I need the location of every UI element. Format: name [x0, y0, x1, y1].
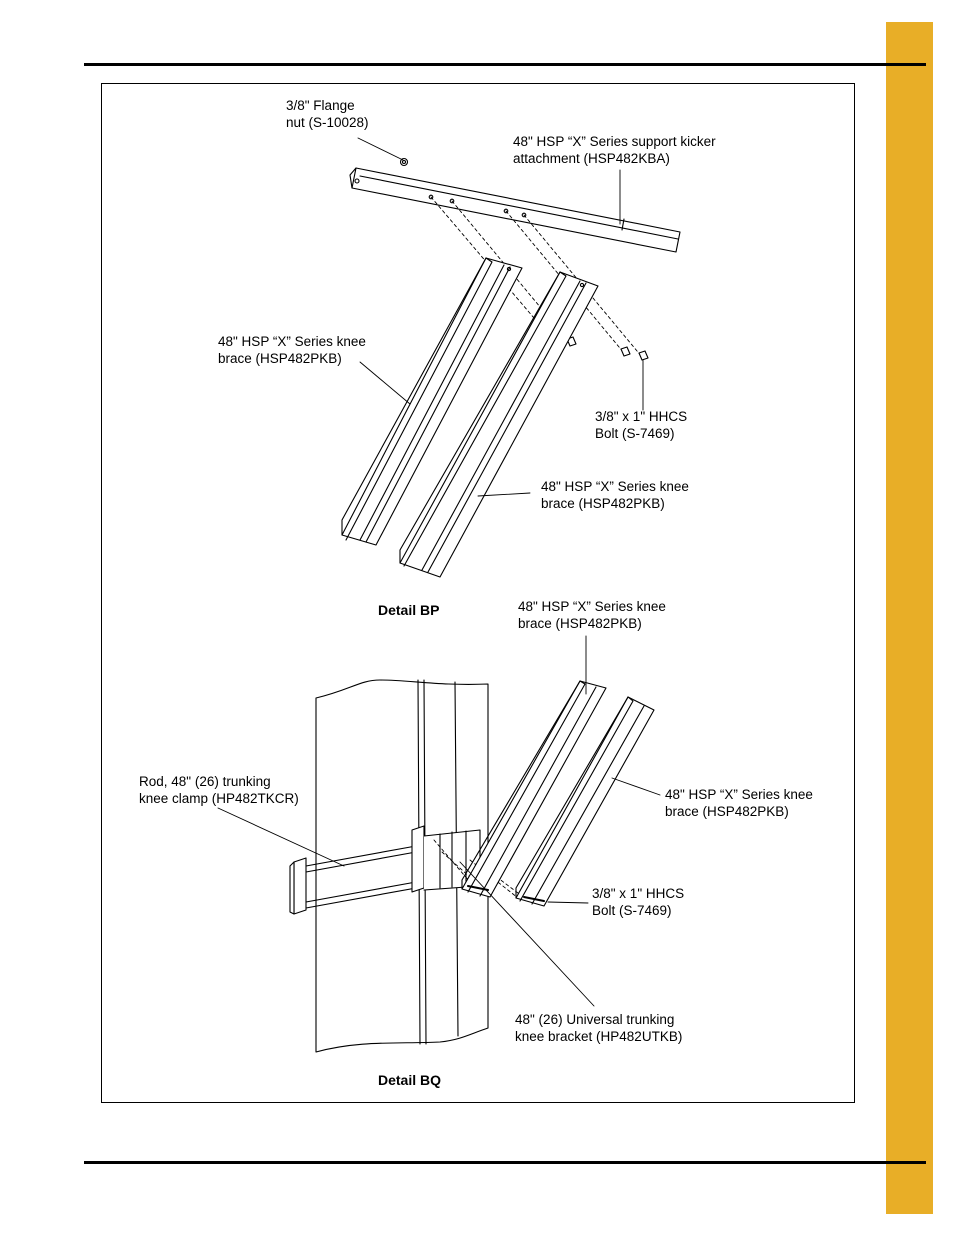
- label-rod: Rod, 48" (26) trunking knee clamp (HP482…: [139, 773, 299, 807]
- caption-detail-bp: Detail BP: [378, 602, 440, 618]
- label-knee-brace-top: 48" HSP “X” Series knee brace (HSP482PKB…: [518, 598, 666, 632]
- label-line: 3/8" Flange: [286, 98, 355, 113]
- top-rule: [84, 63, 926, 66]
- label-line: 48" HSP “X” Series knee: [541, 479, 689, 494]
- side-tab: [886, 22, 933, 1214]
- label-line: attachment (HSP482KBA): [513, 151, 670, 166]
- label-bolt-bp: 3/8" x 1" HHCS Bolt (S-7469): [595, 408, 687, 442]
- label-knee-brace-left: 48" HSP “X” Series knee brace (HSP482PKB…: [218, 333, 366, 367]
- label-knee-bracket: 48" (26) Universal trunking knee bracket…: [515, 1011, 682, 1045]
- clamp-plate-left: [289, 857, 307, 915]
- figure-frame: [101, 83, 855, 1103]
- label-line: brace (HSP482PKB): [541, 496, 665, 511]
- label-bolt-bq: 3/8" x 1" HHCS Bolt (S-7469): [592, 885, 684, 919]
- label-line: knee bracket (HP482UTKB): [515, 1029, 683, 1044]
- clamp-rods: [305, 845, 417, 909]
- label-line: 3/8" x 1" HHCS: [595, 409, 688, 424]
- knee-brace-right-bp: [399, 271, 599, 578]
- label-line: 48" HSP “X” Series support kicker: [513, 134, 716, 149]
- label-kicker-attachment: 48" HSP “X” Series support kicker attach…: [513, 133, 716, 167]
- knee-brace-top-bq: [461, 680, 607, 898]
- caption-detail-bq: Detail BQ: [378, 1072, 442, 1088]
- label-line: 48" HSP “X” Series knee: [665, 787, 813, 802]
- bottom-rule: [84, 1161, 926, 1164]
- label-line: Rod, 48" (26) trunking: [139, 774, 271, 789]
- label-flange-nut: 3/8" Flange nut (S-10028): [286, 97, 369, 131]
- knee-brace-left-bp: [341, 257, 523, 546]
- label-line: 3/8" x 1" HHCS: [592, 886, 685, 901]
- knee-brace-right-bq: [515, 696, 655, 907]
- label-line: 48" HSP “X” Series knee: [518, 599, 666, 614]
- label-line: brace (HSP482PKB): [665, 804, 789, 819]
- label-line: Bolt (S-7469): [592, 903, 672, 918]
- label-line: knee clamp (HP482TKCR): [139, 791, 299, 806]
- label-line: 48" HSP “X” Series knee: [218, 334, 366, 349]
- label-knee-brace-right: 48" HSP “X” Series knee brace (HSP482PKB…: [541, 478, 689, 512]
- label-line: 48" (26) Universal trunking: [515, 1012, 675, 1027]
- flange-nut: [399, 157, 409, 167]
- label-knee-brace-right-bq: 48" HSP “X” Series knee brace (HSP482PKB…: [665, 786, 813, 820]
- label-line: brace (HSP482PKB): [518, 616, 642, 631]
- label-line: brace (HSP482PKB): [218, 351, 342, 366]
- label-line: nut (S-10028): [286, 115, 369, 130]
- label-line: Bolt (S-7469): [595, 426, 675, 441]
- kicker-attachment: [349, 167, 681, 253]
